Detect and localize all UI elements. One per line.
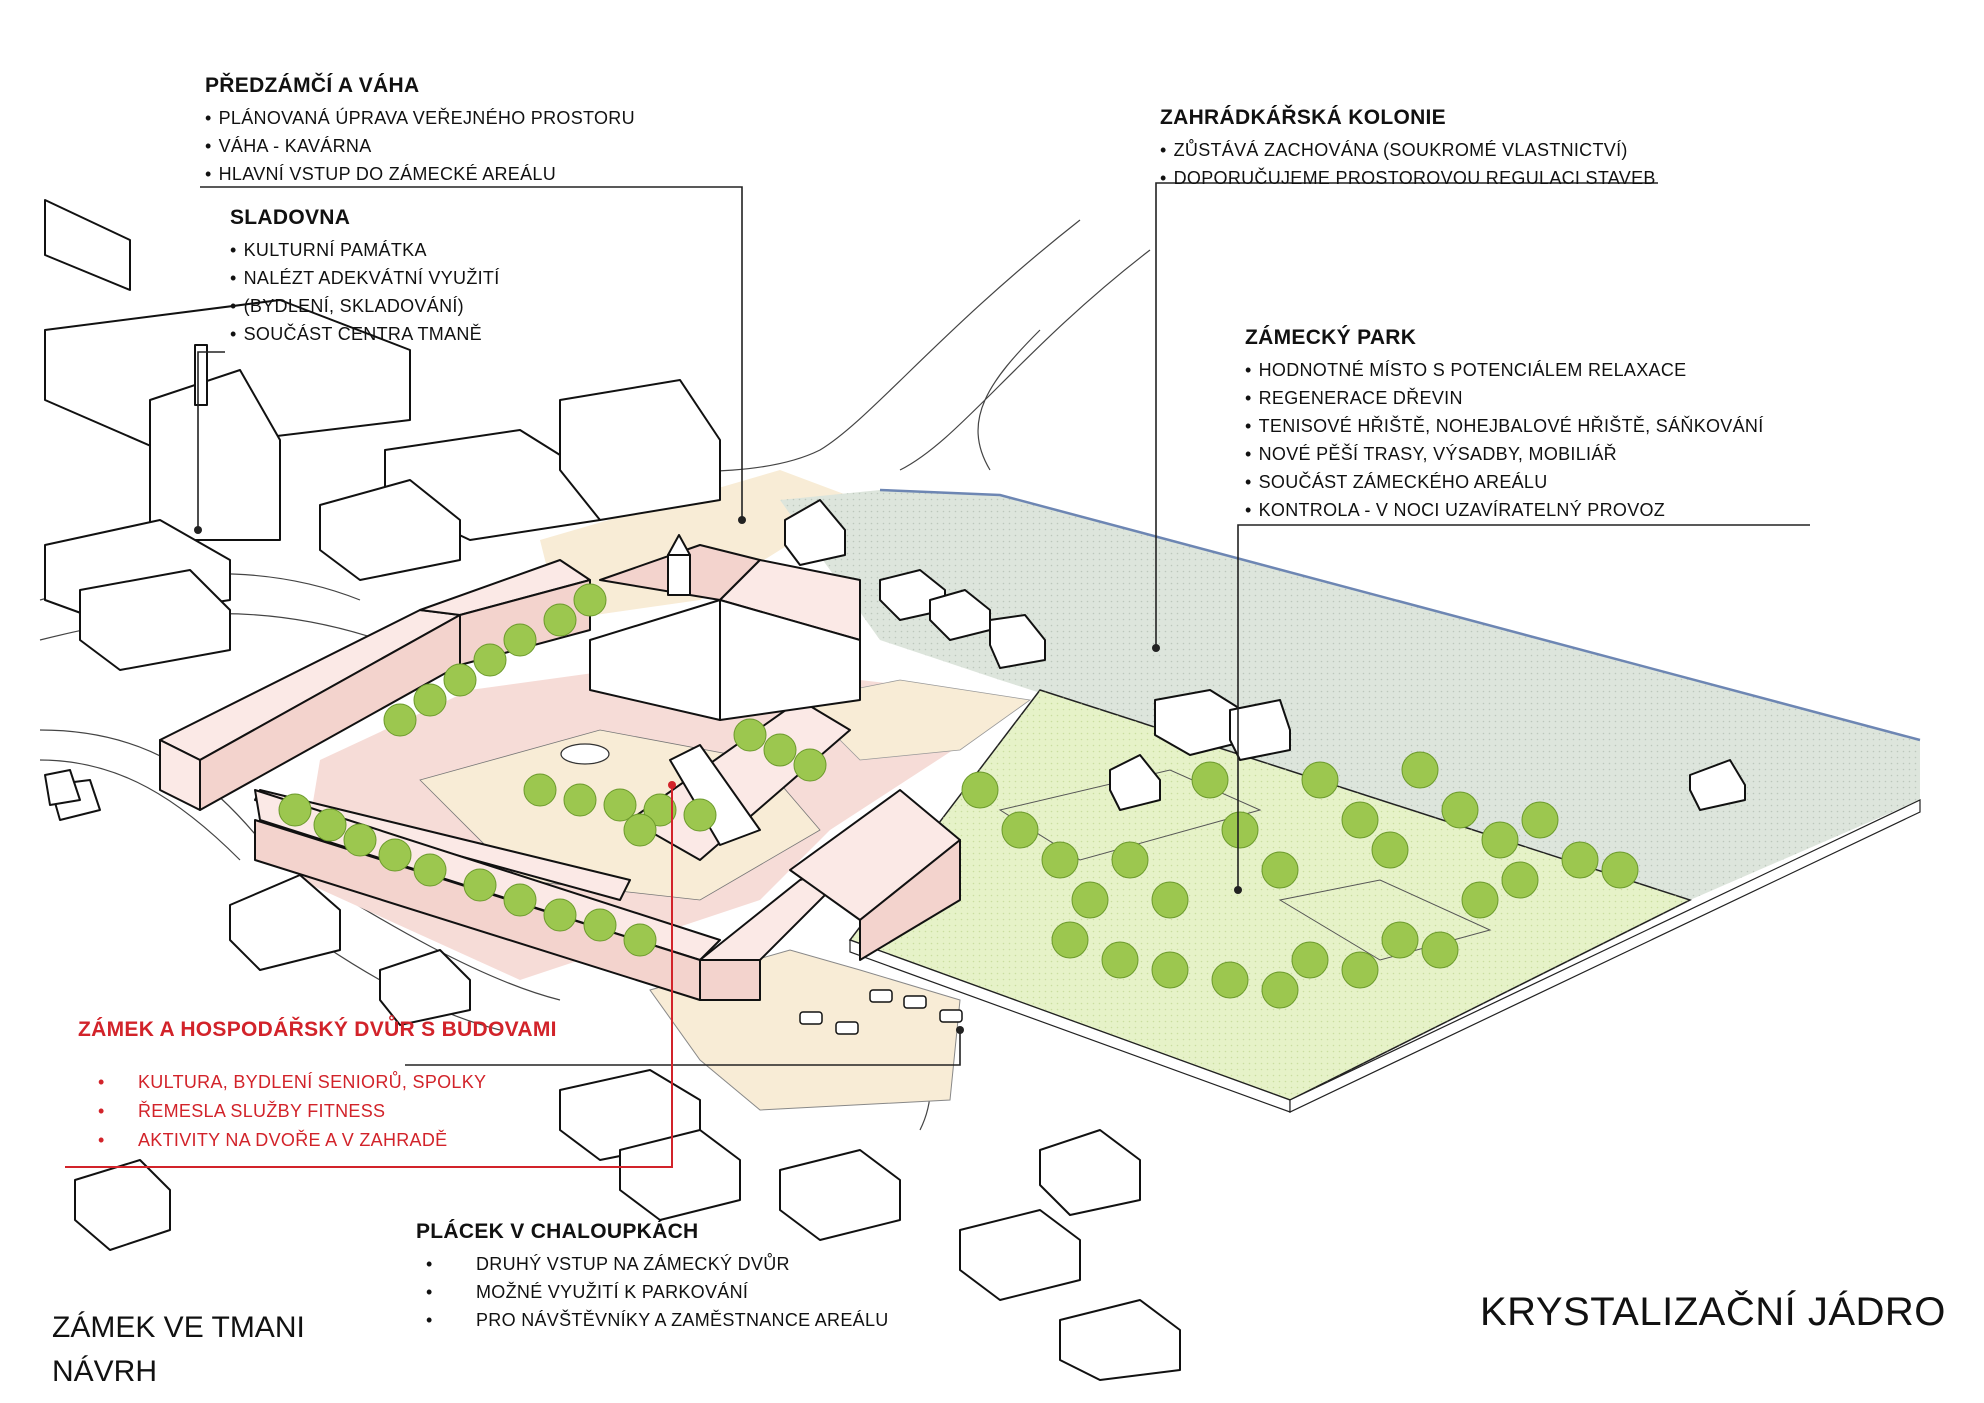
list-item-note: (BYDLENÍ, SKLADOVÁNÍ) xyxy=(230,292,500,320)
nohejbal-court xyxy=(1278,879,1492,961)
list-item: KONTROLA - V NOCI UZAVÍRATELNÝ PROVOZ xyxy=(1245,496,1764,524)
list-item: HODNOTNÉ MÍSTO S POTENCIÁLEM RELAXACE xyxy=(1245,356,1764,384)
list-item: VÁHA - KAVÁRNA xyxy=(205,132,635,160)
list-item: NOVÉ PĚŠÍ TRASY, VÝSADBY, MOBILIÁŘ xyxy=(1245,440,1764,468)
sheet-title: KRYSTALIZAČNÍ JÁDRO xyxy=(1480,1290,1946,1334)
label-zamek: ZÁMEK A HOSPODÁŘSKÝ DVŮR S BUDOVAMI KULT… xyxy=(78,1018,557,1155)
list-item: REGENERACE DŘEVIN xyxy=(1245,384,1764,412)
leader-dot-red xyxy=(668,781,676,789)
garden-colony-hatch xyxy=(780,490,1920,900)
list-item: NALÉZT ADEKVÁTNÍ VYUŽITÍ xyxy=(230,264,500,292)
project-name-line2: NÁVRH xyxy=(52,1355,158,1388)
label-park-title: ZÁMECKÝ PARK xyxy=(1245,326,1417,349)
label-placek-title: PLÁCEK V CHALOUPKÁCH xyxy=(416,1220,699,1243)
leader-line-red xyxy=(65,785,673,1168)
list-item: HLAVNÍ VSTUP DO ZÁMECKÉ AREÁLU xyxy=(205,160,635,188)
park-hatch xyxy=(850,690,1690,1100)
project-name-line1: ZÁMEK VE TMANI xyxy=(52,1311,305,1344)
label-zahradkarska: ZAHRÁDKÁŘSKÁ KOLONIE ZŮSTÁVÁ ZACHOVÁNA (… xyxy=(1160,106,1656,192)
list-item: DOPORUČUJEME PROSTOROVOU REGULACI STAVEB xyxy=(1160,164,1656,192)
label-sladovna-title: SLADOVNA xyxy=(230,206,351,229)
colony-border xyxy=(879,488,1921,742)
list-item: SOUČÁST ZÁMECKÉHO AREÁLU xyxy=(1245,468,1764,496)
list-item: PRO NÁVŠTĚVNÍKY A ZAMĚSTNANCE AREÁLU xyxy=(416,1306,889,1334)
list-item: KULTURA, BYDLENÍ SENIORŮ, SPOLKY xyxy=(78,1068,557,1097)
list-item: DRUHÝ VSTUP NA ZÁMECKÝ DVŮR xyxy=(416,1250,889,1278)
label-zahradkarska-title: ZAHRÁDKÁŘSKÁ KOLONIE xyxy=(1160,106,1446,129)
project-name: ZÁMEK VE TMANI NÁVRH xyxy=(52,1306,305,1394)
trees xyxy=(278,583,1639,1009)
list-item: ZŮSTÁVÁ ZACHOVÁNA (SOUKROMÉ VLASTNICTVÍ) xyxy=(1160,136,1656,164)
list-item: SOUČÁST CENTRA TMANĚ xyxy=(230,320,500,348)
park-wall-right xyxy=(1289,799,1921,1113)
list-item: TENISOVÉ HŘIŠTĚ, NOHEJBALOVÉ HŘIŠTĚ, SÁŇ… xyxy=(1245,412,1764,440)
parked-cars xyxy=(799,989,963,1035)
label-predzamci-title: PŘEDZÁMČÍ A VÁHA xyxy=(205,74,420,97)
list-item: ŘEMESLA SLUŽBY FITNESS xyxy=(78,1097,557,1126)
label-placek: PLÁCEK V CHALOUPKÁCH DRUHÝ VSTUP NA ZÁME… xyxy=(416,1220,889,1334)
label-park: ZÁMECKÝ PARK HODNOTNÉ MÍSTO S POTENCIÁLE… xyxy=(1245,326,1764,524)
leader-dots xyxy=(194,516,1242,1034)
label-zamek-title: ZÁMEK A HOSPODÁŘSKÝ DVŮR S BUDOVAMI xyxy=(78,1018,557,1041)
list-item: AKTIVITY NA DVOŘE A V ZAHRADĚ xyxy=(78,1126,557,1155)
list-item: MOŽNÉ VYUŽITÍ K PARKOVÁNÍ xyxy=(416,1278,889,1306)
label-predzamci: PŘEDZÁMČÍ A VÁHA PLÁNOVANÁ ÚPRAVA VEŘEJN… xyxy=(205,74,635,188)
fountain xyxy=(560,743,610,765)
list-item: KULTURNÍ PAMÁTKA xyxy=(230,236,500,264)
chateau-building xyxy=(589,534,861,721)
list-item: PLÁNOVANÁ ÚPRAVA VEŘEJNÉHO PROSTORU xyxy=(205,104,635,132)
label-sladovna: SLADOVNA KULTURNÍ PAMÁTKA NALÉZT ADEKVÁT… xyxy=(230,206,500,348)
